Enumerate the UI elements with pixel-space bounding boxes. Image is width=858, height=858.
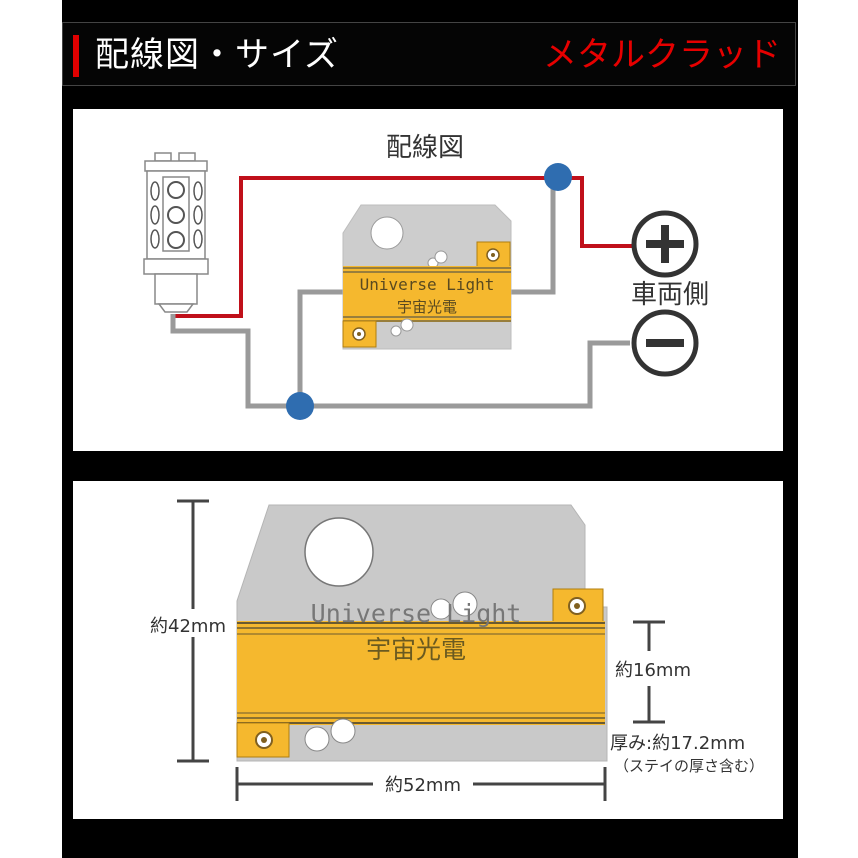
width-dimension: 約52mm — [235, 767, 607, 801]
wiring-diagram-title: 配線図 — [386, 133, 464, 163]
resistor-lead-positive — [510, 178, 556, 295]
thickness-label: 厚み:約17.2mm — [610, 733, 745, 754]
body-height-label: 約16mm — [615, 660, 691, 681]
resistor-brand-text: Universe Light — [311, 599, 522, 628]
resistor-brand-jp-text: 宇宙光電 — [366, 635, 466, 664]
vehicle-side-label: 車両側 — [631, 280, 709, 310]
plus-terminal-icon — [631, 210, 699, 278]
width-label: 約52mm — [385, 775, 461, 796]
body-height-dimension: 約16mm — [615, 620, 691, 724]
resistor-brand-text: Universe Light — [360, 275, 495, 294]
resistor-small: Universe Light 宇宙光電 — [342, 204, 512, 350]
negative-wire — [170, 314, 630, 409]
minus-terminal-icon — [631, 309, 699, 377]
section-title: 配線図・サイズ — [95, 35, 339, 75]
junction-positive — [544, 163, 572, 191]
thickness-note: （ステイの厚さ含む） — [614, 757, 764, 775]
dimensions-diagram: Universe Light 宇宙光電 約42mm 約16mm 厚み:約17.2… — [150, 499, 764, 801]
dimensions-panel: Universe Light 宇宙光電 約42mm 約16mm 厚み:約17.2… — [73, 481, 783, 819]
wiring-diagram-panel: 配線図 — [73, 109, 783, 451]
height-label: 約42mm — [150, 616, 226, 637]
resistor-lead-negative — [297, 289, 345, 406]
resistor-brand-jp-text: 宇宙光電 — [397, 298, 457, 316]
section-header: 配線図・サイズ メタルクラッド — [62, 22, 796, 86]
product-type-label: メタルクラッド — [543, 35, 781, 75]
positive-wire — [173, 176, 638, 318]
header-accent-bar — [73, 35, 79, 77]
junction-negative — [286, 392, 314, 420]
wiring-diagram: 配線図 — [143, 133, 709, 420]
led-bulb — [143, 152, 209, 313]
height-dimension: 約42mm — [150, 499, 226, 763]
resistor-large: Universe Light 宇宙光電 — [236, 504, 608, 762]
